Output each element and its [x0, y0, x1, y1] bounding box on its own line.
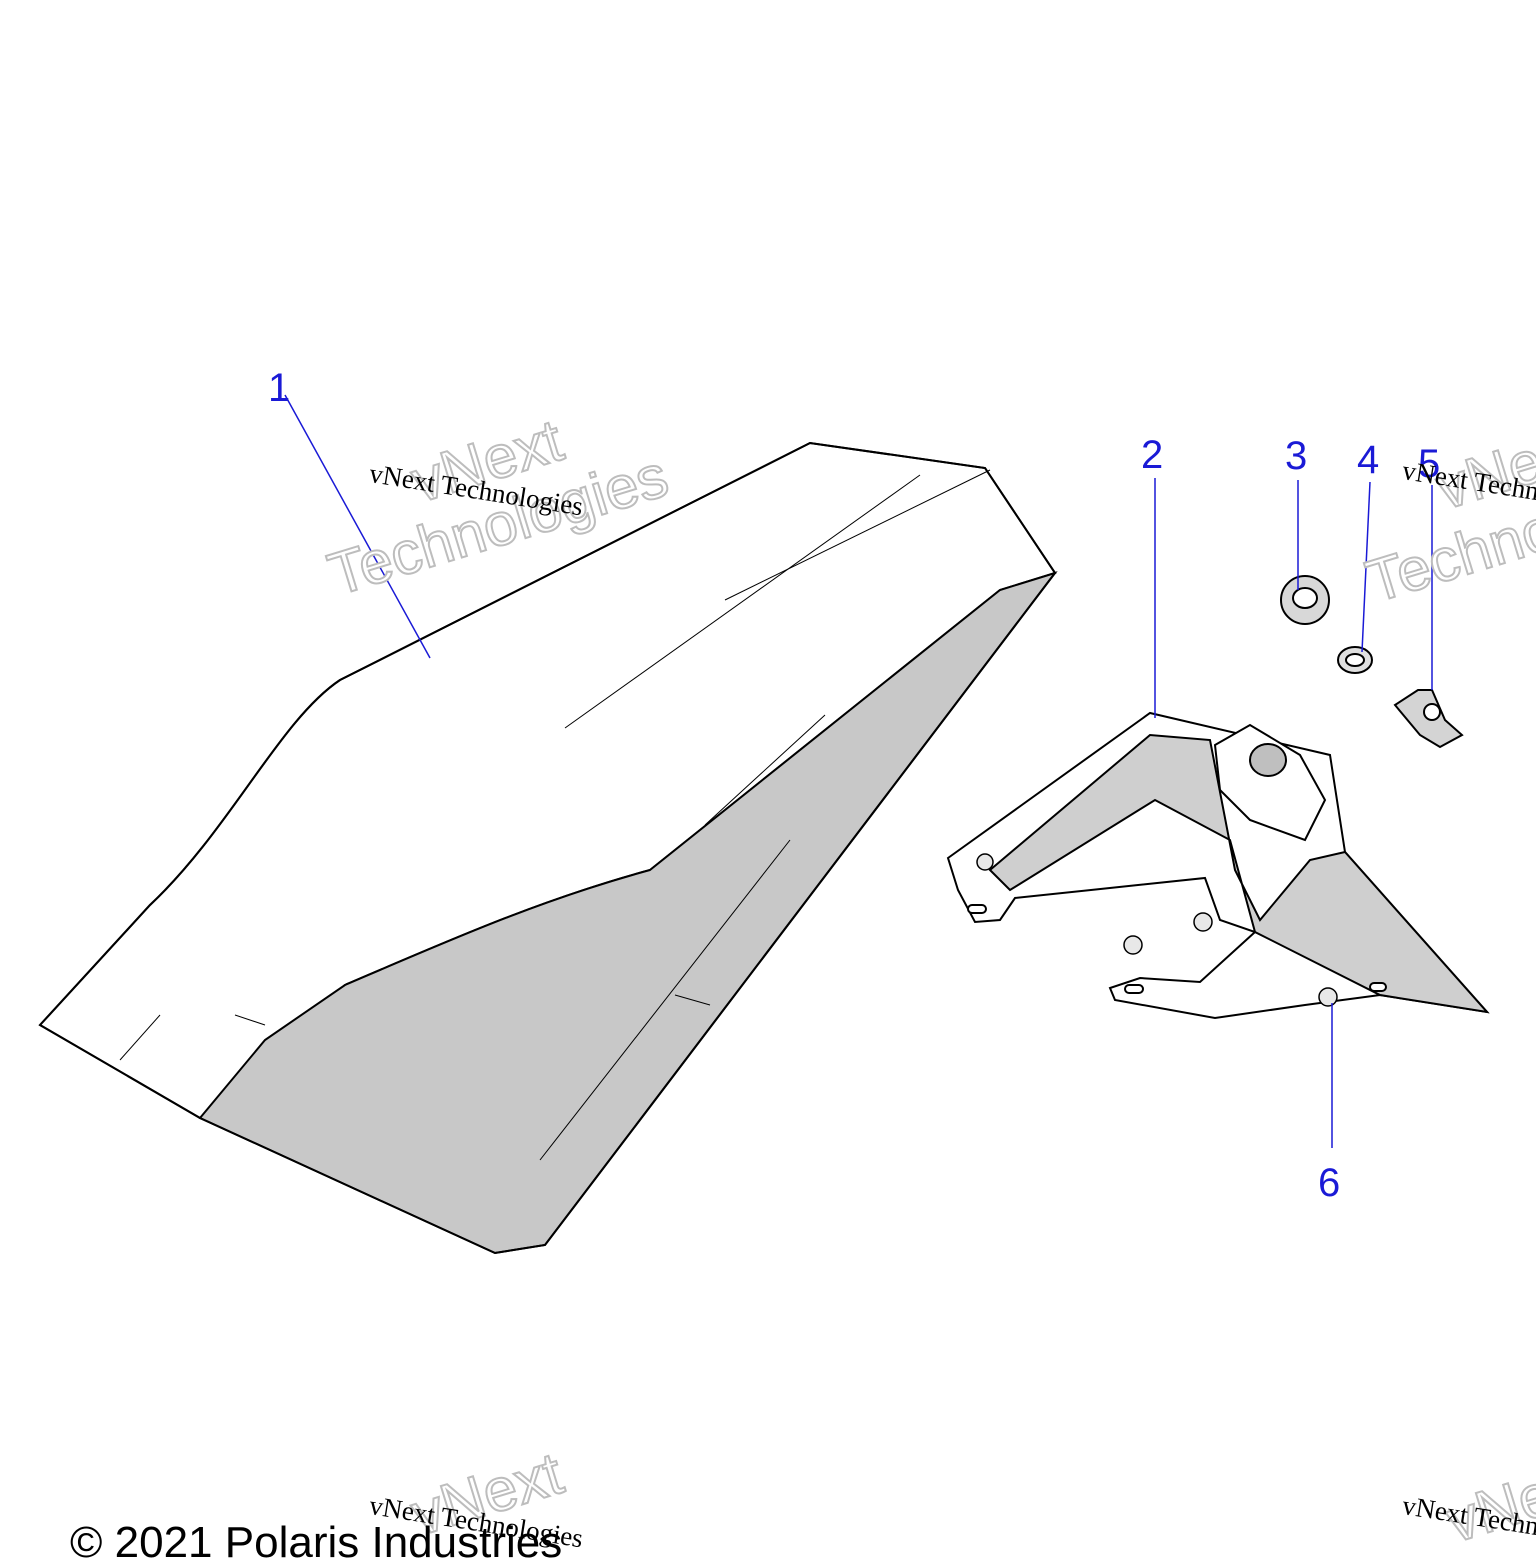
leader-4: [1361, 481, 1371, 653]
callout-2: 2: [1141, 433, 1164, 477]
callout-5: 5: [1418, 442, 1441, 486]
seat-ridge-line: [564, 474, 921, 729]
callout-3: 3: [1285, 434, 1308, 478]
leader-1: [284, 394, 431, 659]
seat-outline: [38, 441, 1057, 1255]
washer-part-4: [1337, 646, 1373, 674]
callout-6: 6: [1318, 1161, 1341, 1205]
wing-nut-part-5: [1393, 689, 1464, 749]
diagram-drawing: [38, 394, 1490, 1255]
seat-side-shade: [198, 571, 1058, 1255]
bracket-post: [1213, 723, 1327, 842]
bracket-slot-right: [1124, 984, 1144, 994]
callout-1: 1: [268, 366, 291, 410]
leader-lines: [284, 394, 1433, 1148]
parts-diagram: 1 2 3 4 5 6 vNext Technologies vNext Tec…: [38, 366, 1536, 1567]
copyright-footer: © 2021 Polaris Industries: [70, 1518, 563, 1567]
nuts-part-6: [976, 853, 1338, 1007]
callout-4: 4: [1357, 438, 1380, 482]
bracket-slot-left: [967, 904, 987, 914]
seat-part-1: [38, 441, 1058, 1255]
bracket-inner-shade: [988, 733, 1490, 1014]
bracket-post-hole: [1249, 743, 1287, 777]
grommet-part-3: [1280, 575, 1330, 625]
bracket-part-2: [946, 711, 1490, 1020]
